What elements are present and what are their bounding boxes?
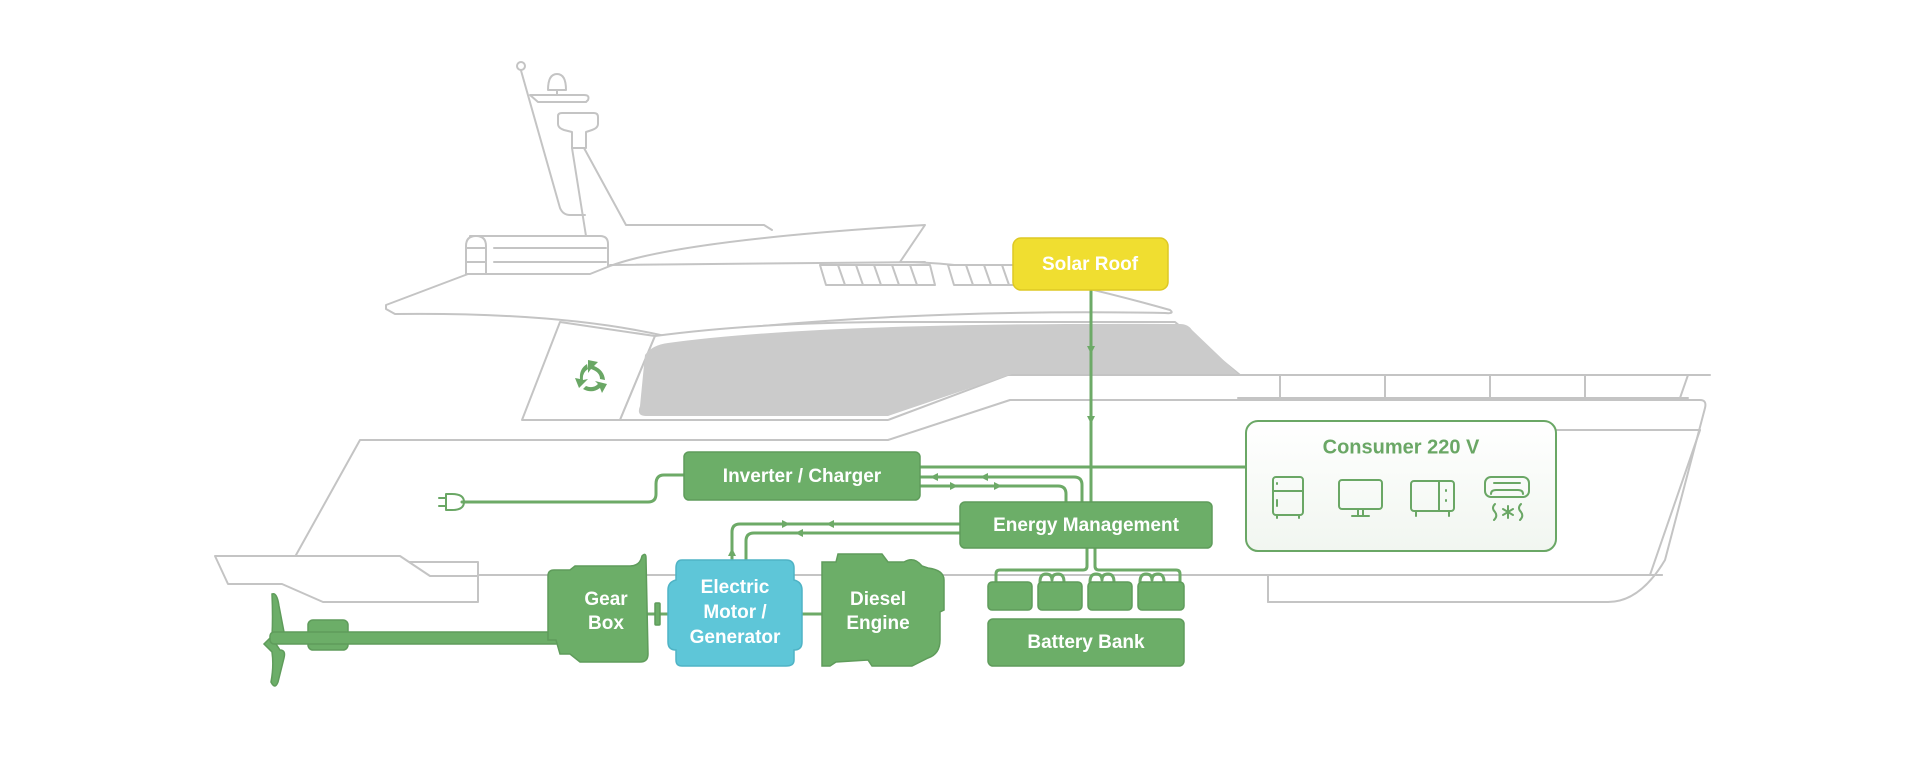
gear-box-label-line1: Gear: [584, 589, 628, 610]
top-deck: [385, 224, 1173, 337]
node-electric-motor-generator[interactable]: Electric Motor / Generator: [667, 559, 803, 667]
consumer-label: Consumer 220 V: [1323, 436, 1480, 458]
flybridge-seat: [465, 235, 487, 275]
node-battery-bank[interactable]: Battery Bank: [987, 581, 1185, 667]
node-gear-box[interactable]: Gear Box: [547, 553, 649, 663]
arch-front: [571, 147, 587, 237]
flybridge: [469, 235, 609, 275]
recycle-icon: [575, 360, 607, 393]
monitor-icon: [1338, 479, 1383, 517]
battery-cell: [1037, 581, 1083, 611]
energy-management-label: Energy Management: [993, 515, 1179, 536]
motor-label-line3: Generator: [690, 627, 781, 648]
node-solar-roof[interactable]: Solar Roof: [1012, 237, 1169, 291]
shore-power-plug-icon: [438, 493, 465, 511]
battery-cell: [1087, 581, 1133, 611]
node-diesel-engine[interactable]: Diesel Engine: [821, 553, 945, 667]
railing: [1237, 374, 1711, 399]
microwave-icon: [1410, 480, 1455, 517]
node-energy-management[interactable]: Energy Management: [959, 501, 1213, 549]
battery-bank-label: Battery Bank: [1027, 632, 1145, 653]
air-conditioner-icon: [1484, 476, 1530, 521]
swim-platform: [214, 555, 479, 603]
mast: [519, 66, 586, 216]
propeller-icon: [262, 593, 561, 687]
motor-label-line1: Electric: [701, 577, 770, 598]
arch-back: [583, 147, 773, 231]
wire-shore-power: [460, 473, 686, 504]
motor-label-line2: Motor /: [703, 602, 767, 623]
gear-box-label-line2: Box: [588, 613, 624, 634]
node-inverter-charger[interactable]: Inverter / Charger: [683, 451, 921, 501]
radar-arm: [529, 94, 590, 103]
wiring: [460, 289, 1248, 626]
diesel-engine-label-line2: Engine: [846, 613, 909, 634]
fridge-icon: [1272, 476, 1304, 519]
battery-cell: [1137, 581, 1185, 611]
solar-roof-label: Solar Roof: [1042, 254, 1139, 275]
vents: [819, 264, 1021, 286]
mast-light: [516, 61, 526, 71]
radar-dome: [547, 73, 567, 91]
battery-cell: [987, 581, 1033, 611]
node-consumer-220v[interactable]: Consumer 220 V: [1245, 420, 1557, 552]
diesel-engine-label-line1: Diesel: [850, 589, 906, 610]
inverter-charger-label: Inverter / Charger: [723, 466, 882, 487]
antenna-head: [557, 112, 599, 149]
propeller-shaft: [269, 631, 561, 645]
